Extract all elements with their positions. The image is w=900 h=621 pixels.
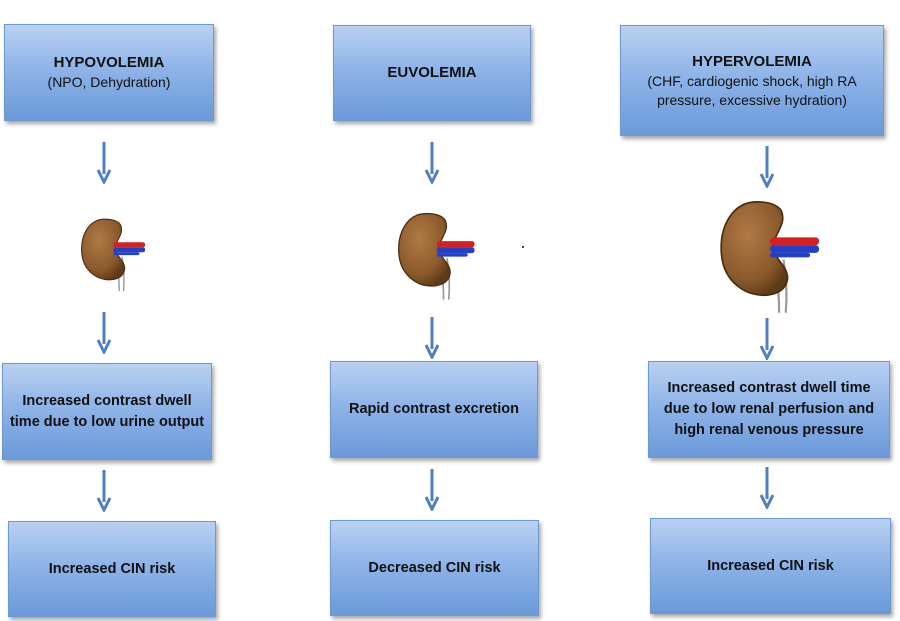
mechanism-box-hypervolemia: Increased contrast dwell time due to low… [648,361,890,458]
header-subtitle: (CHF, cardiogenic shock, high RA pressur… [647,72,857,108]
down-arrow-icon [760,146,774,188]
header-title: HYPERVOLEMIA [692,52,812,70]
outcome-box-euvolemia: Decreased CIN risk [330,520,539,616]
header-box-hypovolemia: HYPOVOLEMIA (NPO, Dehydration) [4,24,214,121]
down-arrow-icon [425,142,439,184]
outcome-box-hypovolemia: Increased CIN risk [8,521,216,617]
outcome-text: Increased CIN risk [48,560,176,577]
mechanism-text: Rapid contrast excretion [348,401,519,417]
down-arrow-icon [425,469,439,511]
mechanism-box-hypovolemia: Increased contrast dwell time due to low… [2,363,212,460]
header-subtitle: (NPO, Dehydration) [47,74,171,90]
kidney-icon [712,193,824,315]
down-arrow-icon [760,318,774,360]
outcome-box-hypervolemia: Increased CIN risk [650,518,891,614]
kidney-icon [76,213,148,293]
header-box-euvolemia: EUVOLEMIA [333,25,531,121]
stray-dot [522,246,524,248]
kidney-icon [392,206,478,302]
outcome-text: Increased CIN risk [707,557,834,574]
down-arrow-icon [760,467,774,509]
outcome-text: Decreased CIN risk [368,559,501,576]
mechanism-text: Increased contrast dwell time due to low… [9,392,205,430]
down-arrow-icon [97,470,111,512]
down-arrow-icon [97,312,111,354]
header-box-hypervolemia: HYPERVOLEMIA (CHF, cardiogenic shock, hi… [620,25,884,136]
mechanism-box-euvolemia: Rapid contrast excretion [330,361,538,458]
header-title: EUVOLEMIA [387,64,477,81]
down-arrow-icon [425,317,439,359]
header-title: HYPOVOLEMIA [53,54,165,71]
down-arrow-icon [97,142,111,184]
mechanism-text: Increased contrast dwell time due to low… [663,380,875,438]
